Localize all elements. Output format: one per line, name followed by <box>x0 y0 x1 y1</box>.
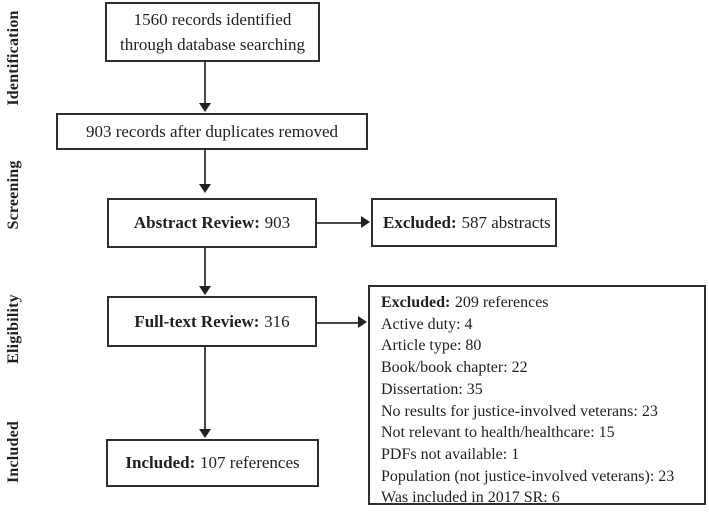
box-duplicates-removed: 903 records after duplicates removed <box>56 113 368 150</box>
exclusion-reason: Was included in 2017 SR: 6 <box>381 489 560 507</box>
included-count: 107 references <box>200 453 300 472</box>
arrow-line-fulltext-to-excluded <box>317 322 358 324</box>
abstract-review-label: Abstract Review: <box>133 213 260 232</box>
exclusion-reason: Population (not justice-involved veteran… <box>381 467 675 485</box>
box-fulltext-review: Full-text Review:316 <box>107 296 317 347</box>
stage-label-screening: Screening <box>5 160 22 230</box>
fulltext-review-label: Full-text Review: <box>134 311 260 331</box>
arrow-line-fulltext-to-included <box>204 347 206 429</box>
arrow-line-dedup-to-abstract <box>204 150 206 184</box>
excluded-abstracts-label: Excluded: <box>383 212 457 232</box>
exclusion-reason: Not relevant to health/healthcare: 15 <box>381 424 615 442</box>
fulltext-review-count: 316 <box>264 311 290 331</box>
arrowhead-right-icon <box>358 316 367 328</box>
box-fulltext-exclusions: Excluded:209 references Active duty: 4 A… <box>368 285 706 506</box>
exclusion-reason: No results for justice-involved veterans… <box>381 402 658 420</box>
box-abstract-review: Abstract Review:903 <box>107 198 317 248</box>
arrowhead-down-icon <box>199 429 211 438</box>
exclusion-header: Excluded:209 references <box>381 292 693 314</box>
exclusion-reason: Book/book chapter: 22 <box>381 359 528 377</box>
records-identified-line1: 1560 records identified <box>133 10 292 29</box>
arrow-line-abstract-to-fulltext <box>204 248 206 286</box>
exclusion-header-label: Excluded: <box>381 294 451 311</box>
excluded-abstracts-count: 587 abstracts <box>461 212 551 232</box>
box-records-identified: 1560 records identified through database… <box>105 2 320 62</box>
stage-label-included: Included <box>5 420 22 484</box>
records-identified-line2: through database searching <box>119 35 306 54</box>
box-included: Included:107 references <box>106 439 319 487</box>
arrow-line-identified-to-dedup <box>204 62 206 103</box>
stage-label-identification: Identification <box>5 10 22 106</box>
stage-label-eligibility: Eligibility <box>5 294 22 364</box>
abstract-review-count: 903 <box>264 213 291 232</box>
exclusion-header-count: 209 references <box>454 294 549 311</box>
arrowhead-down-icon <box>199 103 211 112</box>
exclusion-reason: Article type: 80 <box>381 337 482 355</box>
arrow-line-abstract-to-excluded <box>317 222 361 224</box>
exclusion-reason: Dissertation: 35 <box>381 380 483 398</box>
duplicates-removed-text: 903 records after duplicates removed <box>85 121 339 141</box>
arrowhead-down-icon <box>199 286 211 295</box>
box-excluded-abstracts: Excluded:587 abstracts <box>371 198 557 247</box>
arrowhead-down-icon <box>199 184 211 193</box>
exclusion-reason: Active duty: 4 <box>381 315 473 333</box>
included-label: Included: <box>125 453 196 472</box>
exclusion-reason: PDFs not available: 1 <box>381 445 520 463</box>
arrowhead-right-icon <box>361 216 370 228</box>
